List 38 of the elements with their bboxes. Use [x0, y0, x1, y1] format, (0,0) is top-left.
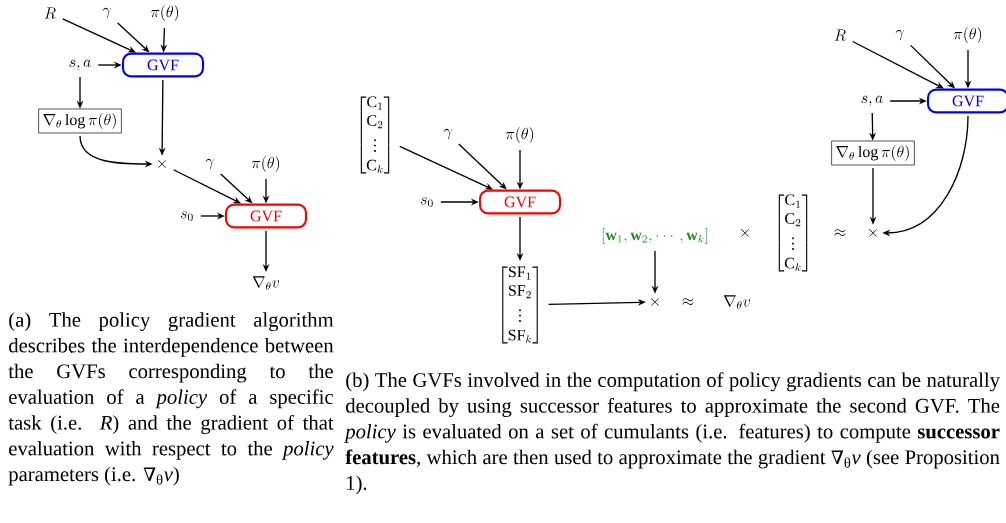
math-symbol: $s, a$ [861, 95, 883, 106]
rounded-box: GVF [926, 88, 1006, 114]
vector-formula: $[\mathbf{w}_1, \mathbf{w}_2, \cdots, \mathbf{w}_k]$ [602, 228, 708, 244]
multiply-sign: $\times$ [741, 229, 749, 237]
vector-matrix: $\begin{bmatrix}\mathrm{SF}_1\\ \mathrm{SF}_2\\ \vdots\\ \mathrm{SF}_k\end{bmatrix}$ [502, 266, 538, 344]
math-symbol: $R$ [834, 29, 846, 41]
math-symbol: $\pi(\theta)$ [505, 127, 534, 143]
formula-box: $\nabla_\theta \log \pi(\theta)$ [831, 140, 915, 166]
caption: (a) The policy gradient algorithm describes the interdependence between the GVFs corresponding to the evaluation of a policy of a specific task (i.e. R) and the gradient of that evaluation with respect to the policy parameters (i.e. ∇$_{θ}$v) [8, 312, 334, 486]
math-symbol: $\nabla_\theta v$ [252, 276, 280, 290]
math-symbol: $\pi(\theta)$ [251, 156, 280, 172]
vector-matrix: $\begin{bmatrix}\mathrm{C}_1\\ \mathrm{C}_2\\ \vdots\\ \mathrm{C}_k\end{bmatrix}$ [778, 194, 808, 272]
vector-matrix: $\begin{bmatrix}\mathrm{C}_1\\ \mathrm{C}_2\\ \vdots\\ \mathrm{C}_k\end{bmatrix}$ [360, 96, 390, 174]
math-symbol: $R$ [44, 7, 56, 19]
arrow [117, 22, 150, 53]
math-symbol: $\pi(\theta)$ [150, 5, 179, 21]
approx-sign: $\approx$ [682, 298, 694, 305]
multiply-sign: $\times$ [869, 229, 877, 237]
approx-sign: $\approx$ [834, 229, 846, 236]
arrow [220, 173, 253, 204]
math-symbol: $s_0$ [420, 197, 433, 207]
math-symbol: $\nabla_\theta v$ [723, 295, 751, 309]
math-symbol: $\pi(\theta)$ [953, 27, 982, 43]
rounded-box: GVF [224, 203, 308, 229]
arrow [852, 40, 944, 89]
math-symbol: $\gamma$ [102, 7, 111, 19]
arrow [458, 143, 507, 190]
caption: (b) The GVFs involved in the computation of policy gradients can be naturally decoupled by using successor features to approximate the second GVF. The policy is evaluated on a set of cumulants (i.e. features) to compute successor features, which are then used to approximate the gradient ∇$_{θ}$v (see Proposition 1). [344, 372, 1000, 495]
multiply-sign: $\times$ [651, 298, 659, 306]
rounded-box: GVF [478, 189, 562, 215]
math-symbol: $\gamma$ [443, 128, 452, 140]
rounded-box: GVF [121, 52, 205, 78]
multiply-sign: $\times$ [158, 160, 166, 168]
formula-box: $\nabla_\theta \log \pi(\theta)$ [38, 108, 122, 134]
math-symbol: $\gamma$ [205, 158, 214, 170]
math-symbol: $s, a$ [69, 59, 91, 70]
math-symbol: $\gamma$ [895, 29, 904, 41]
math-symbol: $s_0$ [180, 211, 193, 221]
